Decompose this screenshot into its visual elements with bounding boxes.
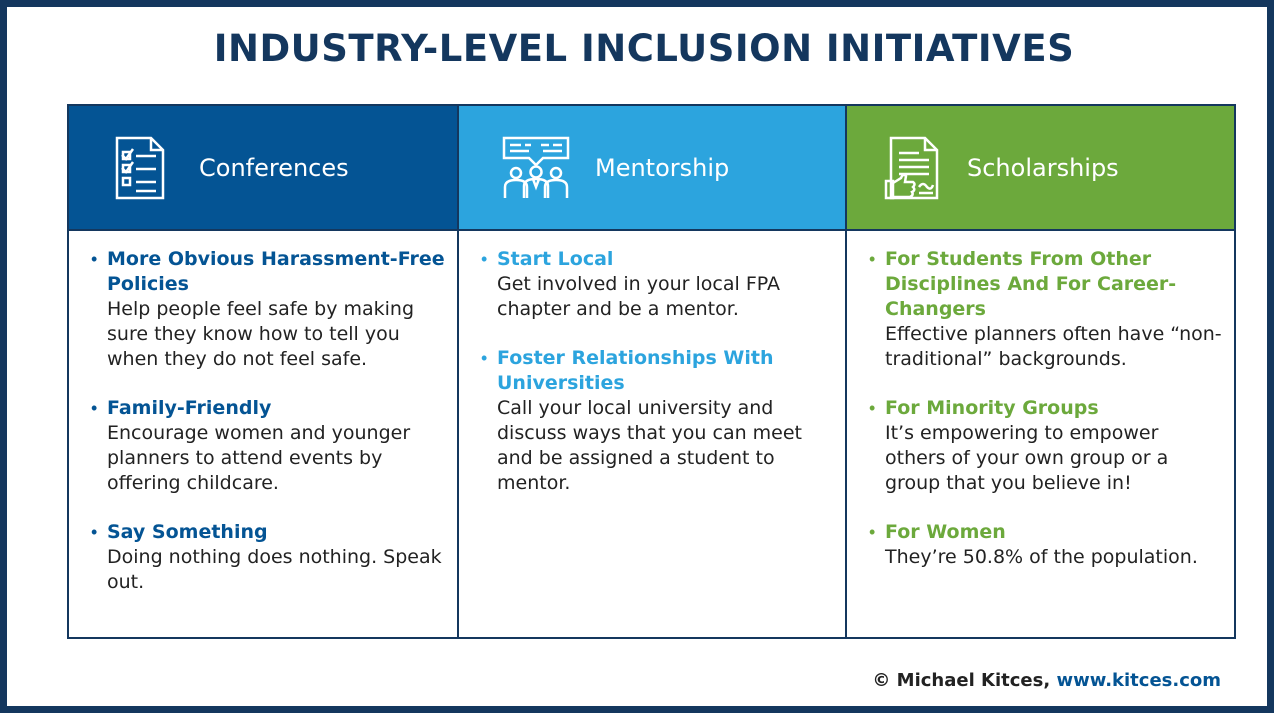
column-heading: Scholarships xyxy=(967,153,1119,182)
bullet-icon: • xyxy=(869,249,876,269)
certificate-icon xyxy=(884,136,939,199)
list-item: • Say Something Doing nothing does nothi… xyxy=(91,520,447,595)
bullet-icon: • xyxy=(91,249,98,269)
column-header-mentorship: Mentorship xyxy=(459,106,845,231)
item-text: Get involved in your local FPA chapter a… xyxy=(497,273,781,320)
bullet-icon: • xyxy=(481,249,488,269)
column-heading: Conferences xyxy=(199,153,349,182)
column-header-conferences: Conferences xyxy=(69,106,457,231)
item-text: It’s empowering to empower others of you… xyxy=(885,422,1169,494)
item-text: Effective planners often have “non-tradi… xyxy=(885,323,1222,370)
list-item: • For Students From Other Disciplines An… xyxy=(869,247,1224,372)
initiatives-table: Conferences • More Obvious Harassment-Fr… xyxy=(67,104,1236,639)
item-title: Family-Friendly xyxy=(107,397,272,419)
item-text: Doing nothing does nothing. Speak out. xyxy=(107,546,442,593)
item-title: Start Local xyxy=(497,248,614,270)
column-body: • More Obvious Harassment-Free Policies … xyxy=(69,231,457,595)
list-item: • More Obvious Harassment-Free Policies … xyxy=(91,247,447,372)
checklist-icon xyxy=(115,136,165,199)
item-text: They’re 50.8% of the population. xyxy=(885,546,1198,568)
item-text: Encourage women and younger planners to … xyxy=(107,422,411,494)
website-link[interactable]: www.kitces.com xyxy=(1056,670,1221,691)
item-title: Say Something xyxy=(107,521,268,543)
bullet-icon: • xyxy=(869,522,876,542)
item-text: Call your local university and discuss w… xyxy=(497,397,803,494)
item-text: Help people feel safe by making sure the… xyxy=(107,298,415,370)
item-title: Foster Relationships With Universities xyxy=(497,347,774,394)
bullet-icon: • xyxy=(869,398,876,418)
column-scholarships: Scholarships • For Students From Other D… xyxy=(847,106,1234,637)
bullet-icon: • xyxy=(91,398,98,418)
column-conferences: Conferences • More Obvious Harassment-Fr… xyxy=(69,106,459,637)
item-title: For Women xyxy=(885,521,1006,543)
list-item: • Family-Friendly Encourage women and yo… xyxy=(91,396,447,496)
column-mentorship: Mentorship • Start Local Get involved in… xyxy=(459,106,847,637)
column-header-scholarships: Scholarships xyxy=(847,106,1234,231)
bullet-icon: • xyxy=(91,522,98,542)
column-body: • Start Local Get involved in your local… xyxy=(459,231,845,496)
list-item: • Foster Relationships With Universities… xyxy=(481,346,835,496)
item-title: For Students From Other Disciplines And … xyxy=(885,248,1177,320)
footer-credit: © Michael Kitces, www.kitces.com xyxy=(872,670,1221,691)
column-heading: Mentorship xyxy=(595,153,730,182)
item-title: More Obvious Harassment-Free Policies xyxy=(107,248,445,295)
list-item: • Start Local Get involved in your local… xyxy=(481,247,835,322)
list-item: • For Women They’re 50.8% of the populat… xyxy=(869,520,1224,570)
bullet-icon: • xyxy=(481,348,488,368)
item-title: For Minority Groups xyxy=(885,397,1099,419)
list-item: • For Minority Groups It’s empowering to… xyxy=(869,396,1224,496)
column-body: • For Students From Other Disciplines An… xyxy=(847,231,1234,570)
page-title: INDUSTRY-LEVEL INCLUSION INITIATIVES xyxy=(213,27,1075,70)
group-discussion-icon xyxy=(502,136,570,198)
copyright-text: © Michael Kitces, xyxy=(872,670,1051,691)
